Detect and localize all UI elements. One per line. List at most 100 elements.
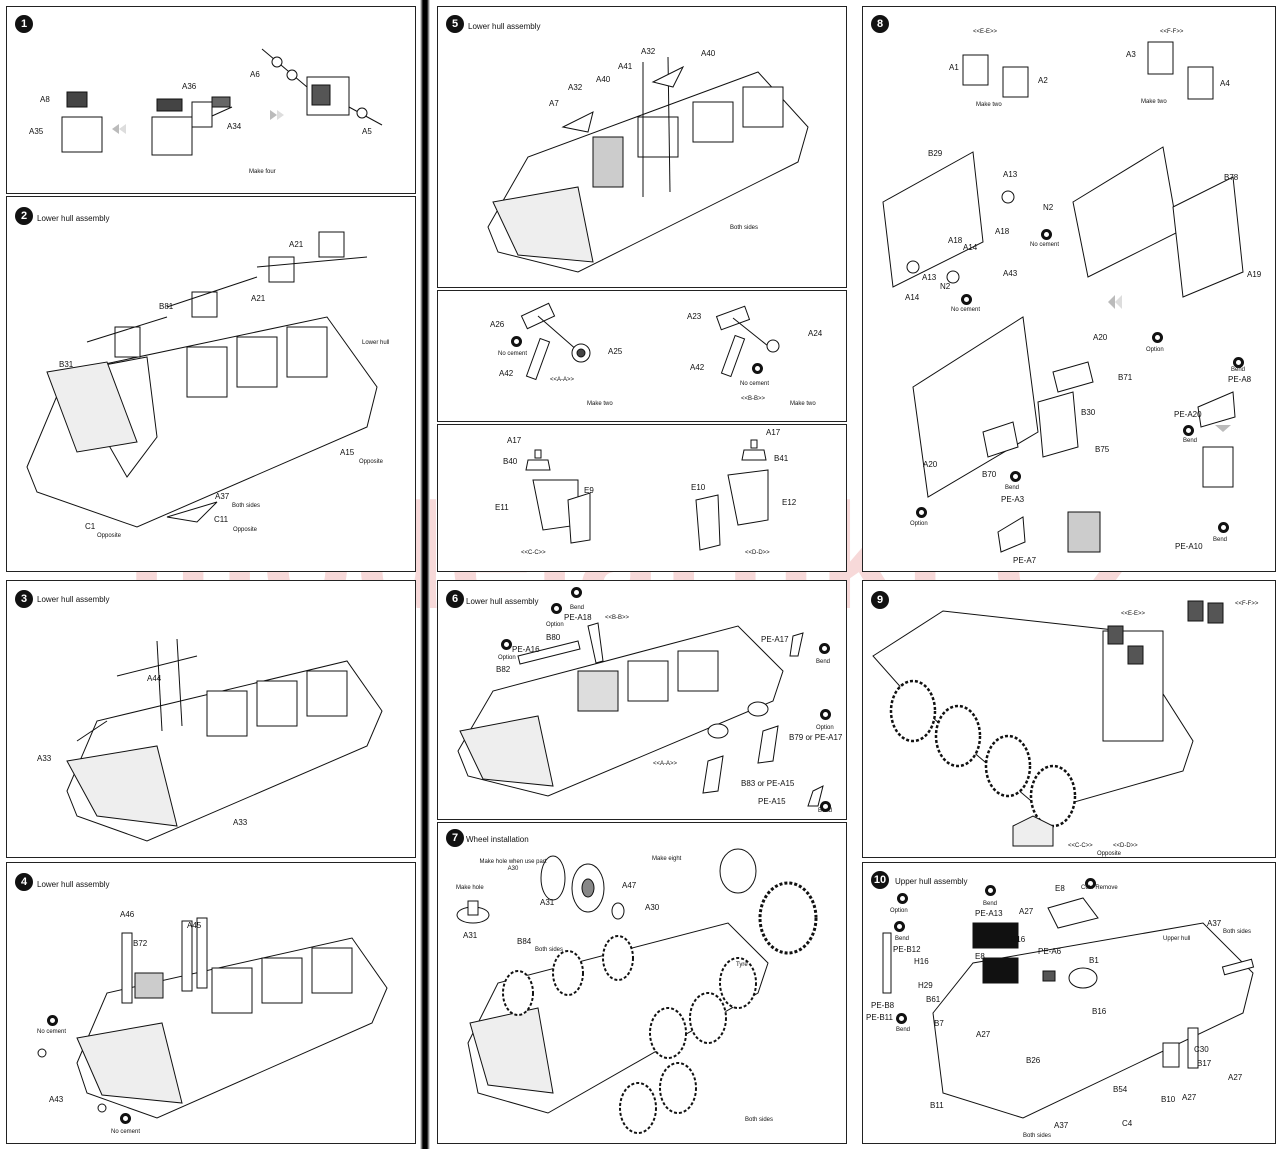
part-label: B29	[928, 149, 943, 158]
step-5-title: Lower hull assembly	[468, 22, 541, 31]
opposite-note: Opposite	[97, 533, 122, 539]
part-label: A43	[49, 1095, 64, 1104]
option-note: Option	[816, 725, 834, 731]
part-label: B1	[1089, 956, 1099, 965]
part-label: A30	[645, 903, 660, 912]
part-label: B83 or PE-A15	[741, 779, 795, 788]
make-two-note: Make two	[790, 401, 816, 407]
part-label: B41	[774, 454, 789, 463]
part-label: A37	[215, 492, 230, 501]
option-note: Option	[498, 655, 516, 661]
bend-note: Bend	[896, 1027, 911, 1033]
part-label: A7	[549, 99, 559, 108]
part-label: B81	[159, 302, 174, 311]
step-4-title: Lower hull assembly	[37, 880, 110, 889]
make-two-note: Make two	[1141, 99, 1167, 105]
step-7-panel: 7 Wheel installation Make hole when use …	[437, 822, 847, 1144]
bend-note: Bend	[1005, 485, 1020, 491]
make-eight-note: Make eight	[652, 856, 682, 862]
part-label: A17	[507, 436, 522, 445]
part-label: A17	[766, 428, 781, 437]
option-note: Option	[890, 908, 908, 914]
bb-label: <<B-B>>	[605, 615, 630, 621]
both-sides-note: Both sides	[535, 947, 564, 953]
part-label: A14	[963, 243, 978, 252]
step-4-drawing	[37, 917, 388, 1119]
opposite-note: Opposite	[1097, 851, 1122, 857]
part-label: A27	[1228, 1073, 1243, 1082]
part-label: B16	[1011, 935, 1026, 944]
option-note: Option	[910, 521, 928, 527]
part-label: A41	[618, 62, 633, 71]
part-label: B75	[1095, 445, 1110, 454]
part-label: E8	[975, 952, 985, 961]
part-label: A18	[995, 227, 1010, 236]
part-label: A6	[250, 70, 260, 79]
make-hole-note: Make hole	[456, 885, 484, 891]
bend-note: Bend	[1231, 367, 1246, 373]
option-note: Option	[1146, 347, 1164, 353]
part-label: A32	[641, 47, 656, 56]
part-label: H16	[914, 957, 929, 966]
no-cement-icon	[1041, 229, 1052, 240]
step-7-number: 7	[446, 829, 464, 847]
step-8-number: 8	[871, 15, 889, 33]
no-cement-icon	[47, 1015, 58, 1026]
bend-icon	[571, 587, 582, 598]
bend-icon	[819, 643, 830, 654]
part-label: N2	[1043, 203, 1054, 212]
both-sides-note: Both sides	[1023, 1133, 1052, 1139]
part-label: A33	[37, 754, 52, 763]
part-label: A47	[622, 881, 637, 890]
both-sides-note: Both sides	[745, 1117, 774, 1123]
step-5-sub-ab: A26 A25 A42 No cement <<A-A>> Make two A…	[437, 290, 847, 422]
step-6-title: Lower hull assembly	[466, 597, 539, 606]
part-label: B61	[926, 995, 941, 1004]
step-10-title: Upper hull assembly	[895, 877, 968, 886]
step-3-title: Lower hull assembly	[37, 595, 110, 604]
part-label: A25	[608, 347, 623, 356]
part-label: B7	[934, 1019, 944, 1028]
part-label: B30	[1081, 408, 1096, 417]
lower-hull-note: Lower hull	[362, 340, 390, 346]
step-10-panel: 10 Upper hull assembly Option Bend PE-A1…	[862, 862, 1276, 1144]
part-label: PE-A13	[975, 909, 1003, 918]
part-label: A27	[1019, 907, 1034, 916]
step-7-drawing	[456, 848, 818, 1134]
step-4-panel: 4 Lower hull assembly A46 A45 B72 A43 No…	[6, 862, 416, 1144]
upper-hull-note: Upper hull	[1163, 936, 1191, 942]
part-label: H29	[918, 981, 933, 990]
part-label: E9	[584, 486, 594, 495]
bend-note: Bend	[1213, 537, 1228, 543]
no-cement-icon	[511, 336, 522, 347]
part-label: A4	[1220, 79, 1230, 88]
make-four-note: Make four	[249, 169, 276, 175]
part-label: B82	[496, 665, 511, 674]
part-label: PE-A17	[761, 635, 789, 644]
part-label: PE-B11	[866, 1013, 893, 1022]
part-label: A15	[340, 448, 355, 457]
option-icon	[551, 603, 562, 614]
part-label: PE-A15	[758, 797, 786, 806]
dd-label: <<D-D>>	[1113, 843, 1138, 849]
option-icon	[820, 709, 831, 720]
part-label: A3	[1126, 50, 1136, 59]
step-10-number: 10	[871, 871, 889, 889]
bend-note: Bend	[895, 936, 910, 942]
step-5-panel: 5 Lower hull assembly A32 A40 A41 A40 A7…	[437, 6, 847, 288]
ee-label: <<E-E>>	[973, 29, 998, 35]
step-9-number: 9	[871, 591, 889, 609]
part-label: C1	[85, 522, 96, 531]
step-5-number: 5	[446, 15, 464, 33]
part-label: C11	[214, 515, 229, 524]
step-3-panel: 3 Lower hull assembly A44 A33 A33	[6, 580, 416, 858]
option-icon	[1152, 332, 1163, 343]
step-1-panel: 1 A8 A35 A36 A34 A6 A5 Make four	[6, 6, 416, 194]
cut-icon	[1085, 878, 1096, 889]
part-label: A19	[1247, 270, 1262, 279]
part-label: A13	[1003, 170, 1018, 179]
part-label: A13	[922, 273, 937, 282]
option-icon	[916, 507, 927, 518]
cc-label: <<C-C>>	[1068, 843, 1093, 849]
part-label: A24	[808, 329, 823, 338]
